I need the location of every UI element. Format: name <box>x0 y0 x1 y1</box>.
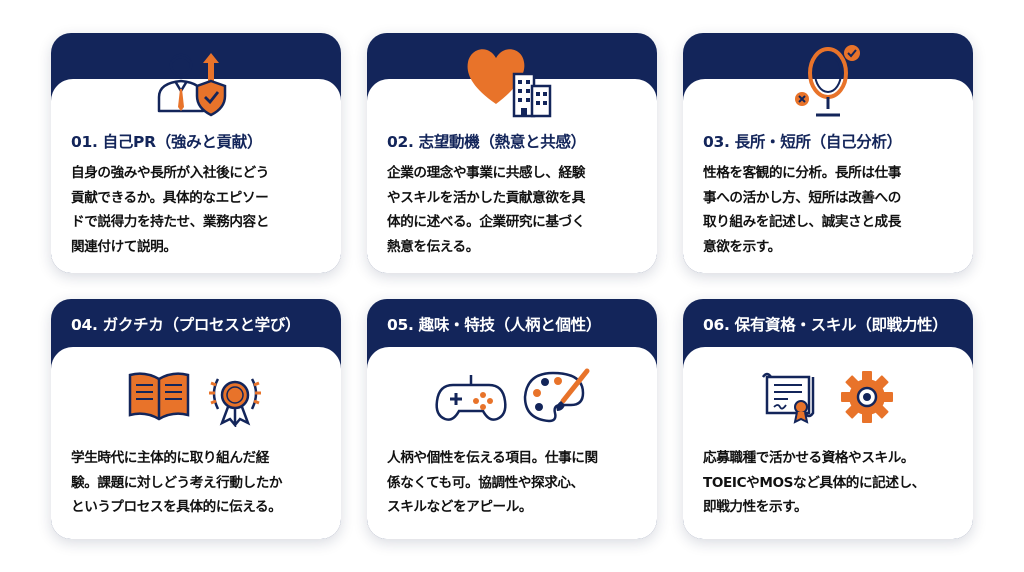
card-icons <box>367 33 657 125</box>
card-panel <box>683 347 973 539</box>
certificate-icon <box>761 372 815 424</box>
card-hobbies: 05. 趣味・特技（人柄と個性） 人柄や個性を伝える項目。仕事に関 係なくても可… <box>367 299 657 539</box>
mirror-icon <box>795 45 860 117</box>
person-icon <box>157 53 227 117</box>
open-book-icon <box>128 372 190 421</box>
card-qualifications: 06. 保有資格・スキル（即戦力性） <box>683 299 973 539</box>
palette-icon <box>523 368 590 423</box>
card-title: 03. 長所・短所（自己分析） <box>703 133 902 151</box>
card-description: 人柄や個性を伝える項目。仕事に関 係なくても可。協調性や探求心、 スキルなどをア… <box>387 450 598 515</box>
gear-icon <box>841 371 893 423</box>
card-icons <box>367 361 657 433</box>
card-icons <box>683 33 973 125</box>
card-description: 性格を客観的に分析。長所は仕事 事への活かし方、短所は改善への 取り組みを記述し… <box>703 165 901 255</box>
card-title: 01. 自己PR（強みと貢献） <box>71 133 263 151</box>
card-panel <box>51 347 341 539</box>
card-title: 04. ガクチカ（プロセスと学び） <box>71 316 301 334</box>
heart-icon <box>467 49 552 118</box>
card-motivation: 02. 志望動機（熱意と共感） 企業の理念や事業に共感し、経験 やスキルを活かし… <box>367 33 657 273</box>
card-panel <box>367 347 657 539</box>
card-title: 06. 保有資格・スキル（即戦力性） <box>703 316 948 334</box>
card-description: 自身の強みや長所が入社後にどう 貢献できるか。具体的なエピソー ドで説得力を持た… <box>71 165 269 255</box>
card-icons <box>51 33 341 125</box>
card-self-pr: 01. 自己PR（強みと貢献） 自身の強みや長所が入社後にどう 貢献できるか。具… <box>51 33 341 273</box>
card-strengths-weaknesses: 03. 長所・短所（自己分析） 性格を客観的に分析。長所は仕事 事への活かし方、… <box>683 33 973 273</box>
card-panel <box>367 79 657 273</box>
card-description: 学生時代に主体的に取り組んだ経 験。課題に対しどう考え行動したか というプロセス… <box>71 450 283 515</box>
card-title: 02. 志望動機（熱意と共感） <box>387 133 586 151</box>
card-panel <box>683 79 973 273</box>
gamepad-icon <box>435 375 507 421</box>
card-title: 05. 趣味・特技（人柄と個性） <box>387 316 602 334</box>
card-gakuchika: 04. ガクチカ（プロセスと学び） 学生時代に主体的に取り組んだ経 験。課題に対… <box>51 299 341 539</box>
card-description: 企業の理念や事業に共感し、経験 やスキルを活かした貢献意欲を具 体的に述べる。企… <box>387 165 585 255</box>
card-icons <box>51 361 341 433</box>
medal-icon <box>209 378 261 427</box>
card-description: 応募職種で活かせる資格やスキル。 TOEICやMOSなど具体的に記述し、 即戦力… <box>703 450 925 515</box>
card-icons <box>683 361 973 433</box>
